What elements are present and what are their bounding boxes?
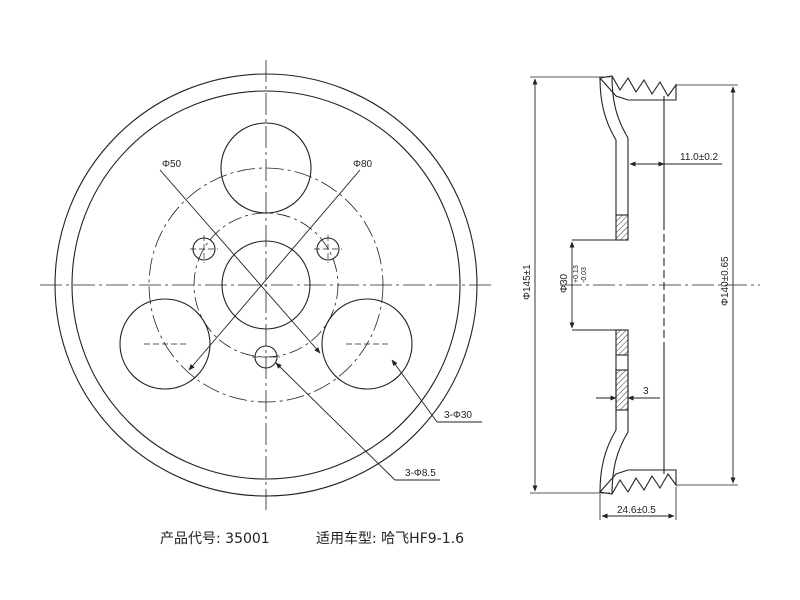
dim-30-tol-upper: +0.13 — [573, 265, 580, 283]
pulley-web-lower — [599, 355, 629, 495]
pulley-bottom-rim — [598, 469, 677, 495]
dim-11-label: 11.0±0.2 — [680, 152, 719, 163]
dim-30-tol-lower: -0.03 — [581, 267, 588, 283]
pulley-web-upper — [599, 75, 629, 215]
caption-product-code: 产品代号: 35001 — [160, 528, 270, 548]
dim-145-label: Φ145±1 — [522, 264, 533, 300]
dim-24-6-label: 24.6±0.5 — [617, 505, 656, 516]
vehicle-value: 哈飞HF9-1.6 — [381, 531, 464, 547]
leader-d50 — [159, 169, 321, 354]
leader-d80 — [188, 169, 361, 371]
product-code-value: 35001 — [225, 531, 270, 547]
caption-vehicle: 适用车型: 哈飞HF9-1.6 — [316, 528, 464, 548]
dim-140-label: Φ140±0.65 — [720, 256, 731, 306]
hub-section-lower — [615, 329, 629, 356]
dim-3x8-5-label: 3-Φ8.5 — [405, 468, 436, 479]
product-code-label: 产品代号: — [160, 531, 221, 547]
dim-3-label: 3 — [643, 386, 649, 397]
hole-center-marks — [144, 235, 388, 358]
vehicle-label: 适用车型: — [316, 531, 377, 547]
web-section-lower — [615, 369, 629, 411]
pcd-circle-large — [148, 167, 384, 403]
dim-30-label: Φ30 — [559, 273, 570, 293]
leader-3x30 — [391, 359, 438, 423]
large-hole-left — [119, 298, 211, 390]
inner-rim-circle — [71, 90, 461, 480]
large-hole-top — [220, 122, 312, 214]
dim-3x30-label: 3-Φ30 — [444, 410, 472, 421]
dim-d80-label: Φ80 — [353, 159, 373, 170]
center-bore-circle — [221, 240, 311, 330]
hub-section-upper — [615, 214, 629, 241]
outer-rim-circle — [54, 73, 478, 497]
front-view — [40, 60, 492, 510]
large-hole-right — [321, 298, 413, 390]
pulley-top-rim — [598, 75, 677, 101]
side-view — [530, 75, 760, 520]
leader-3x8-5 — [275, 362, 396, 481]
dim-d50-label: Φ50 — [162, 159, 182, 170]
